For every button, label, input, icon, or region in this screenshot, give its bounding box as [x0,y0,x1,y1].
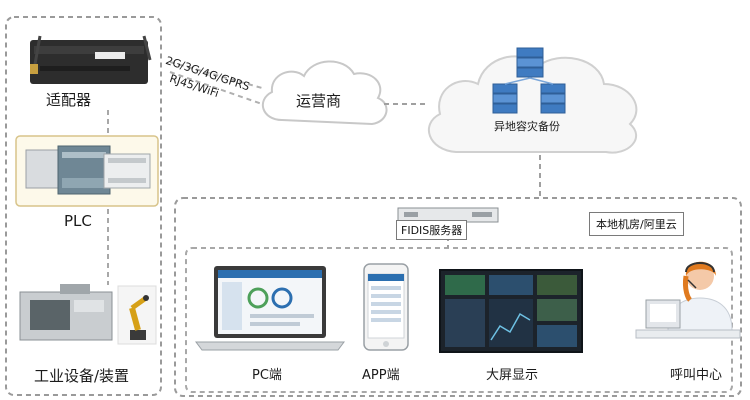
client-label-pc: PC端 [252,368,282,383]
wired-link-line [169,71,263,105]
fidis-server-icon [397,207,499,223]
pc-laptop-icon [195,266,345,351]
client-label-callcenter: 呼叫中心 [670,368,723,383]
wireless-link-line [169,61,263,89]
app-phone-icon [363,263,409,351]
location-label: 本地机房/阿里云 [589,212,684,236]
backup-server-icon [492,47,566,114]
field-devices-group [5,16,162,396]
adapter-label: 适配器 [46,91,92,109]
equipment-label: 工业设备/装置 [34,367,130,385]
big-screen-icon [439,269,583,353]
client-label-app: APP端 [362,368,400,383]
operator-cloud [261,60,388,126]
robot-arm-icon [117,285,157,345]
plc-label: PLC [64,212,92,230]
fidis-server-label: FIDIS服务器 [396,220,468,240]
operator-label: 运营商 [296,92,342,110]
plc-device-icon [25,145,151,195]
call-center-agent-icon [635,261,741,339]
client-label-bigscreen: 大屏显示 [486,368,539,383]
server-room-group [174,197,742,397]
backup-label: 异地容灾备份 [494,120,560,133]
cnc-machine-icon [19,284,113,341]
adapter-device-icon [30,35,152,84]
